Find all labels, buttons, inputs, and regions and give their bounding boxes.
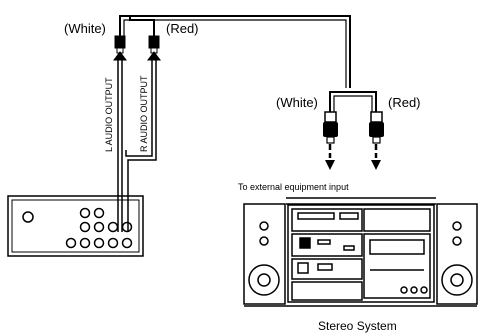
left-white-plug — [113, 35, 127, 61]
source-device — [7, 195, 144, 257]
arrow-red-down — [371, 144, 381, 170]
arrow-white-down — [325, 144, 335, 170]
stereo-system — [243, 197, 478, 307]
right-red-plug — [369, 111, 384, 144]
cable-split-right — [329, 91, 377, 112]
label-external-input: To external equipment input — [238, 182, 349, 192]
label-right-white: (White) — [276, 95, 318, 110]
label-stereo-system: Stereo System — [318, 319, 397, 333]
cable-red-top — [129, 16, 155, 36]
left-red-plug — [147, 35, 161, 61]
right-white-plug — [323, 111, 338, 144]
label-r-audio-output: R AUDIO OUTPUT — [139, 75, 149, 152]
device-knob — [22, 211, 34, 223]
cable-white-top — [119, 15, 351, 88]
cable-split-right-inner — [333, 95, 373, 112]
right-speaker — [436, 203, 478, 305]
audio-cables — [117, 15, 377, 232]
center-rack — [287, 204, 435, 303]
cable-down-r — [125, 60, 153, 157]
label-left-white: (White) — [64, 21, 106, 36]
cable-white-top-inner — [123, 19, 347, 88]
label-l-audio-output: L AUDIO OUTPUT — [104, 77, 114, 152]
label-right-red: (Red) — [388, 95, 421, 110]
left-speaker — [243, 203, 286, 305]
label-left-red: (Red) — [166, 21, 199, 36]
